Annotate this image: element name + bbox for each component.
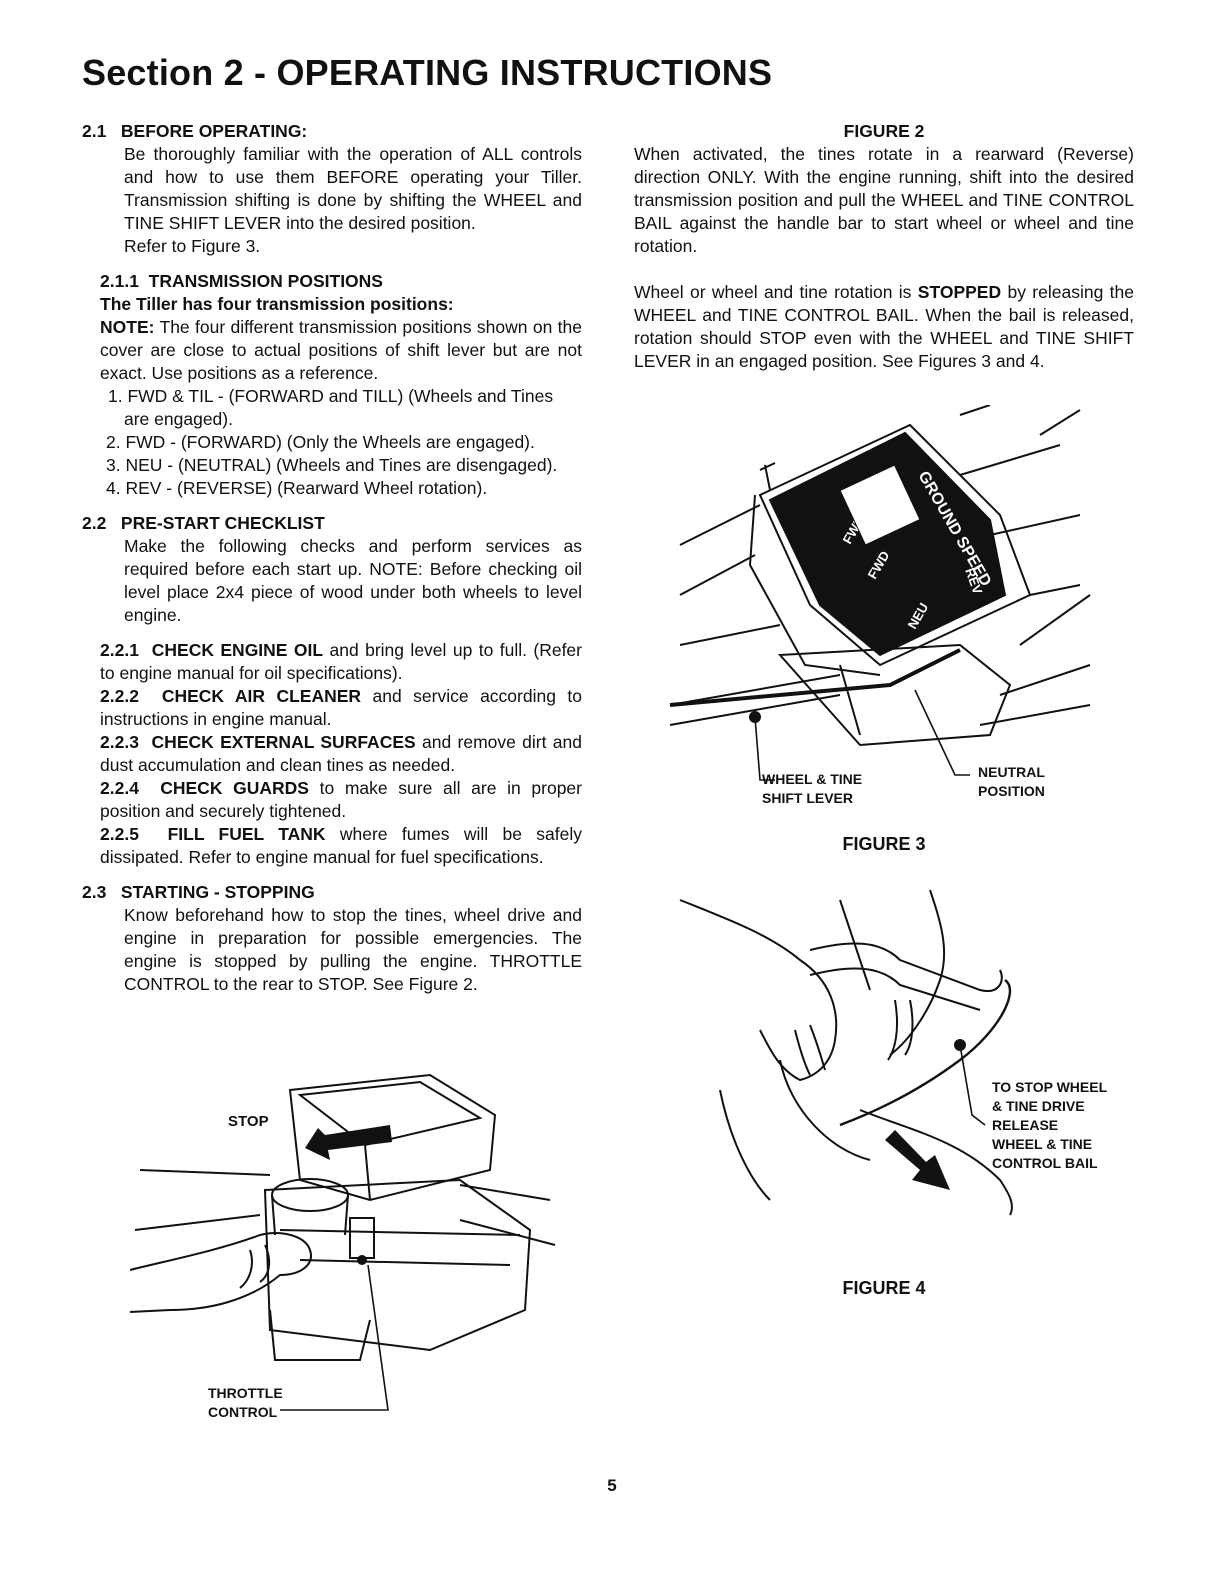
control-bail-paragraph: When activated, the tines rotate in a re… (634, 144, 1134, 256)
left-column: 2.1 BEFORE OPERATING: Be thoroughly fami… (82, 120, 582, 996)
bail-pointer-dot (954, 1039, 966, 1051)
figure-3-caption: FIGURE 3 (842, 834, 926, 854)
bail-label-5: CONTROL BAIL (992, 1155, 1098, 1171)
check-air-cleaner: 2.2.2 CHECK AIR CLEANER and service acco… (100, 686, 582, 729)
section-2-1-body: Be thoroughly familiar with the operatio… (124, 144, 582, 233)
check-guards: 2.2.4 CHECK GUARDS to make sure all are … (100, 778, 582, 821)
section-2-1-heading: 2.1 BEFORE OPERATING: (82, 121, 308, 141)
shift-lever-label-2: SHIFT LEVER (762, 790, 854, 806)
section-2-1-1-heading: 2.1.1 TRANSMISSION POSITIONS (100, 271, 383, 291)
bail-label-2: & TINE DRIVE (992, 1098, 1085, 1114)
fill-fuel-tank: 2.2.5 FILL FUEL TANK where fumes will be… (100, 824, 582, 867)
page-title: Section 2 - OPERATING INSTRUCTIONS (82, 52, 773, 93)
release-arrow-icon (885, 1130, 950, 1190)
transmission-note: NOTE: The four different transmission po… (82, 316, 582, 385)
section-2-2-body: Make the following checks and perform se… (124, 536, 582, 625)
figure-2-caption: FIGURE 2 (843, 121, 925, 141)
position-3: 3. NEU - (NEUTRAL) (Wheels and Tines are… (106, 455, 558, 475)
position-1: 1. FWD & TIL - (FORWARD and TILL) (Wheel… (108, 386, 554, 406)
figure-3-illustration: GROUND SPEED FWD & TIL FWD NEU REV WHEEL… (660, 404, 1100, 815)
page-number: 5 (607, 1476, 617, 1495)
bail-label-1: TO STOP WHEEL (992, 1079, 1108, 1095)
section-2-1-ref: Refer to Figure 3. (124, 236, 261, 256)
throttle-pointer-dot (357, 1255, 367, 1265)
stopping-paragraph: Wheel or wheel and tine rotation is STOP… (634, 282, 1134, 371)
section-2-1-1-subheading: The Tiller has four transmission positio… (100, 294, 454, 314)
throttle-illustration (129, 1073, 556, 1411)
note-label: NOTE: (100, 317, 155, 337)
bail-label-3: RELEASE (992, 1117, 1059, 1133)
position-1-cont: are engaged). (124, 409, 233, 429)
control-bail-illustration (679, 889, 1013, 1216)
figure-2-illustration: STOP THROTTLE CONTROL (129, 1060, 560, 1430)
check-engine-oil: 2.2.1 CHECK ENGINE OIL and bring level u… (100, 640, 582, 683)
note-text: The four different transmission position… (100, 317, 582, 383)
section-2-3-body: Know beforehand how to stop the tines, w… (124, 905, 582, 994)
section-2-2-heading: 2.2 PRE-START CHECKLIST (82, 513, 325, 533)
right-column: FIGURE 2 When activated, the tines rotat… (634, 120, 1134, 373)
bail-label-4: WHEEL & TINE (992, 1136, 1093, 1152)
plate-label-box (839, 464, 921, 546)
throttle-control-label-1: THROTTLE (208, 1385, 283, 1401)
lever-pointer-dot (749, 711, 761, 723)
check-external-surfaces: 2.2.3 CHECK EXTERNAL SURFACES and remove… (100, 732, 582, 775)
position-4: 4. REV - (REVERSE) (Rearward Wheel rotat… (106, 478, 488, 498)
neutral-position-label-1: NEUTRAL (978, 764, 1045, 780)
neutral-position-label-2: POSITION (978, 783, 1045, 799)
section-2-3-heading: 2.3 STARTING - STOPPING (82, 882, 315, 902)
shift-lever-illustration: GROUND SPEED FWD & TIL FWD NEU REV (669, 404, 1091, 781)
stop-label: STOP (228, 1113, 269, 1130)
throttle-control-label-2: CONTROL (208, 1404, 278, 1420)
shift-lever-label-1: WHEEL & TINE (762, 771, 863, 787)
position-2: 2. FWD - (FORWARD) (Only the Wheels are … (106, 432, 535, 452)
figure-4-caption: FIGURE 4 (842, 1278, 926, 1298)
figure-4-illustration: TO STOP WHEEL & TINE DRIVE RELEASE WHEEL… (660, 880, 1130, 1240)
